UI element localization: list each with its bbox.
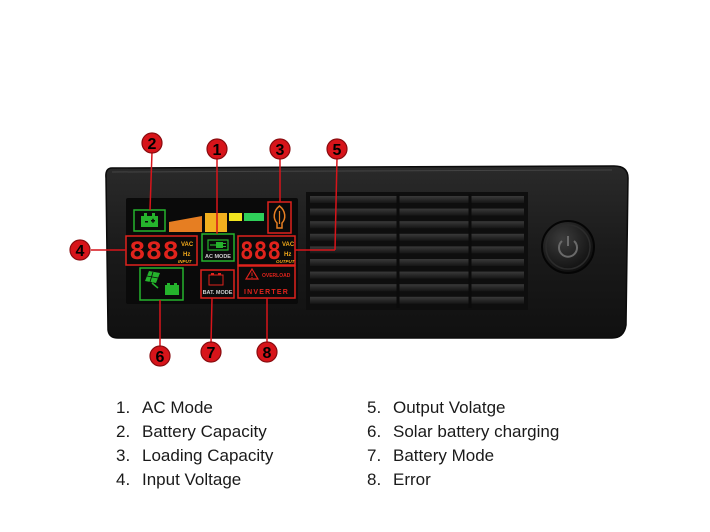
vent-slot [310, 246, 524, 254]
legend-label: AC Mode [142, 398, 213, 417]
legend-label: Loading Capacity [142, 446, 274, 465]
legend-number: 8. [367, 470, 382, 489]
legend-number: 6. [367, 422, 382, 441]
legend-item-ac-mode: 1. AC Mode [116, 398, 213, 418]
legend-item-loading-capacity: 3. Loading Capacity [116, 446, 273, 466]
warning-icon [244, 267, 260, 280]
legend-number: 3. [116, 446, 131, 465]
legend-item-input-voltage: 4. Input Voltage [116, 470, 241, 490]
input-caption: INPUT [178, 259, 193, 264]
battery-mode-indicator: BAT. MODE [200, 269, 235, 299]
input-unit-vac: VAC [181, 242, 194, 248]
callout-1-number: 1 [213, 142, 222, 159]
callout-7-number: 7 [207, 345, 216, 362]
output-voltage-digits: 888 [240, 237, 281, 265]
callout-4: 4 [69, 239, 91, 261]
callout-2-number: 2 [148, 136, 157, 153]
legend-item-battery-capacity: 2. Battery Capacity [116, 422, 267, 442]
legend-number: 5. [367, 398, 382, 417]
legend-label: Output Volatge [393, 398, 506, 417]
output-voltage-readout: 888 VAC Hz OUTPUT [237, 235, 296, 266]
callout-8: 8 [256, 341, 278, 363]
legend-item-output-voltage: 5. Output Volatge [367, 398, 505, 418]
legend-label: Solar battery charging [393, 422, 560, 441]
battery-mode-label: BAT. MODE [203, 290, 233, 296]
input-voltage-digits: 888 [129, 237, 179, 265]
battery-capacity-indicator [133, 209, 166, 232]
vent-slot [310, 221, 524, 229]
callout-2: 2 [141, 132, 163, 154]
load-level-bar [169, 213, 264, 232]
output-unit-vac: VAC [282, 242, 295, 248]
legend-label: Input Voltage [142, 470, 242, 489]
callout-8-number: 8 [263, 345, 272, 362]
inverter-label: INVERTER [244, 289, 289, 296]
power-button[interactable] [541, 220, 595, 274]
legend-label: Battery Capacity [142, 422, 267, 441]
vent-slot [310, 208, 524, 216]
vent-slot [310, 296, 524, 304]
overload-label: OVERLOAD [262, 273, 291, 279]
legend-item-error: 8. Error [367, 470, 431, 490]
callout-1: 1 [206, 138, 228, 160]
solar-panel-icon [145, 271, 160, 289]
callout-7: 7 [200, 341, 222, 363]
legend-item-solar-battery-charging: 6. Solar battery charging [367, 422, 559, 442]
legend-label: Battery Mode [393, 446, 495, 465]
battery-icon [208, 273, 224, 286]
legend-label: Error [393, 470, 431, 489]
vent-slot [310, 233, 524, 241]
leader-lines [91, 151, 338, 347]
vent-slot [310, 259, 524, 266]
ac-mode-indicator: AC MODE [201, 233, 235, 262]
ac-plug-icon [207, 239, 229, 251]
legend-number: 4. [116, 470, 131, 489]
output-unit-hz: Hz [284, 252, 291, 258]
vent-slot [310, 196, 524, 203]
legend-number: 2. [116, 422, 131, 441]
output-caption: OUTPUT [276, 259, 296, 264]
solar-charging-indicator [139, 267, 184, 301]
callout-5-number: 5 [333, 142, 342, 159]
lcd-display: 888 VAC Hz INPUT AC MODE 888 VAC Hz OUTP… [125, 198, 298, 304]
legend-item-battery-mode: 7. Battery Mode [367, 446, 494, 466]
load-bulb-icon [273, 205, 286, 229]
callout-6: 6 [149, 345, 171, 367]
battery-icon [141, 213, 158, 227]
legend: 1. AC Mode 2. Battery Capacity 3. Loading C… [0, 390, 710, 510]
legend-number: 1. [116, 398, 131, 417]
vent-grille [306, 192, 528, 310]
callout-5: 5 [326, 138, 348, 160]
power-icon [558, 236, 578, 258]
callout-3: 3 [269, 138, 291, 160]
ups-front-panel-diagram: 888 VAC Hz INPUT AC MODE 888 VAC Hz OUTP… [69, 132, 629, 367]
vent-slot [310, 271, 524, 279]
legend-number: 7. [367, 446, 382, 465]
callout-3-number: 3 [276, 142, 285, 159]
vent-slot [310, 284, 524, 292]
input-unit-hz: Hz [183, 252, 190, 258]
battery-icon [165, 283, 179, 295]
callout-6-number: 6 [156, 349, 165, 366]
callout-4-number: 4 [76, 243, 85, 260]
ac-mode-label: AC MODE [205, 254, 231, 260]
